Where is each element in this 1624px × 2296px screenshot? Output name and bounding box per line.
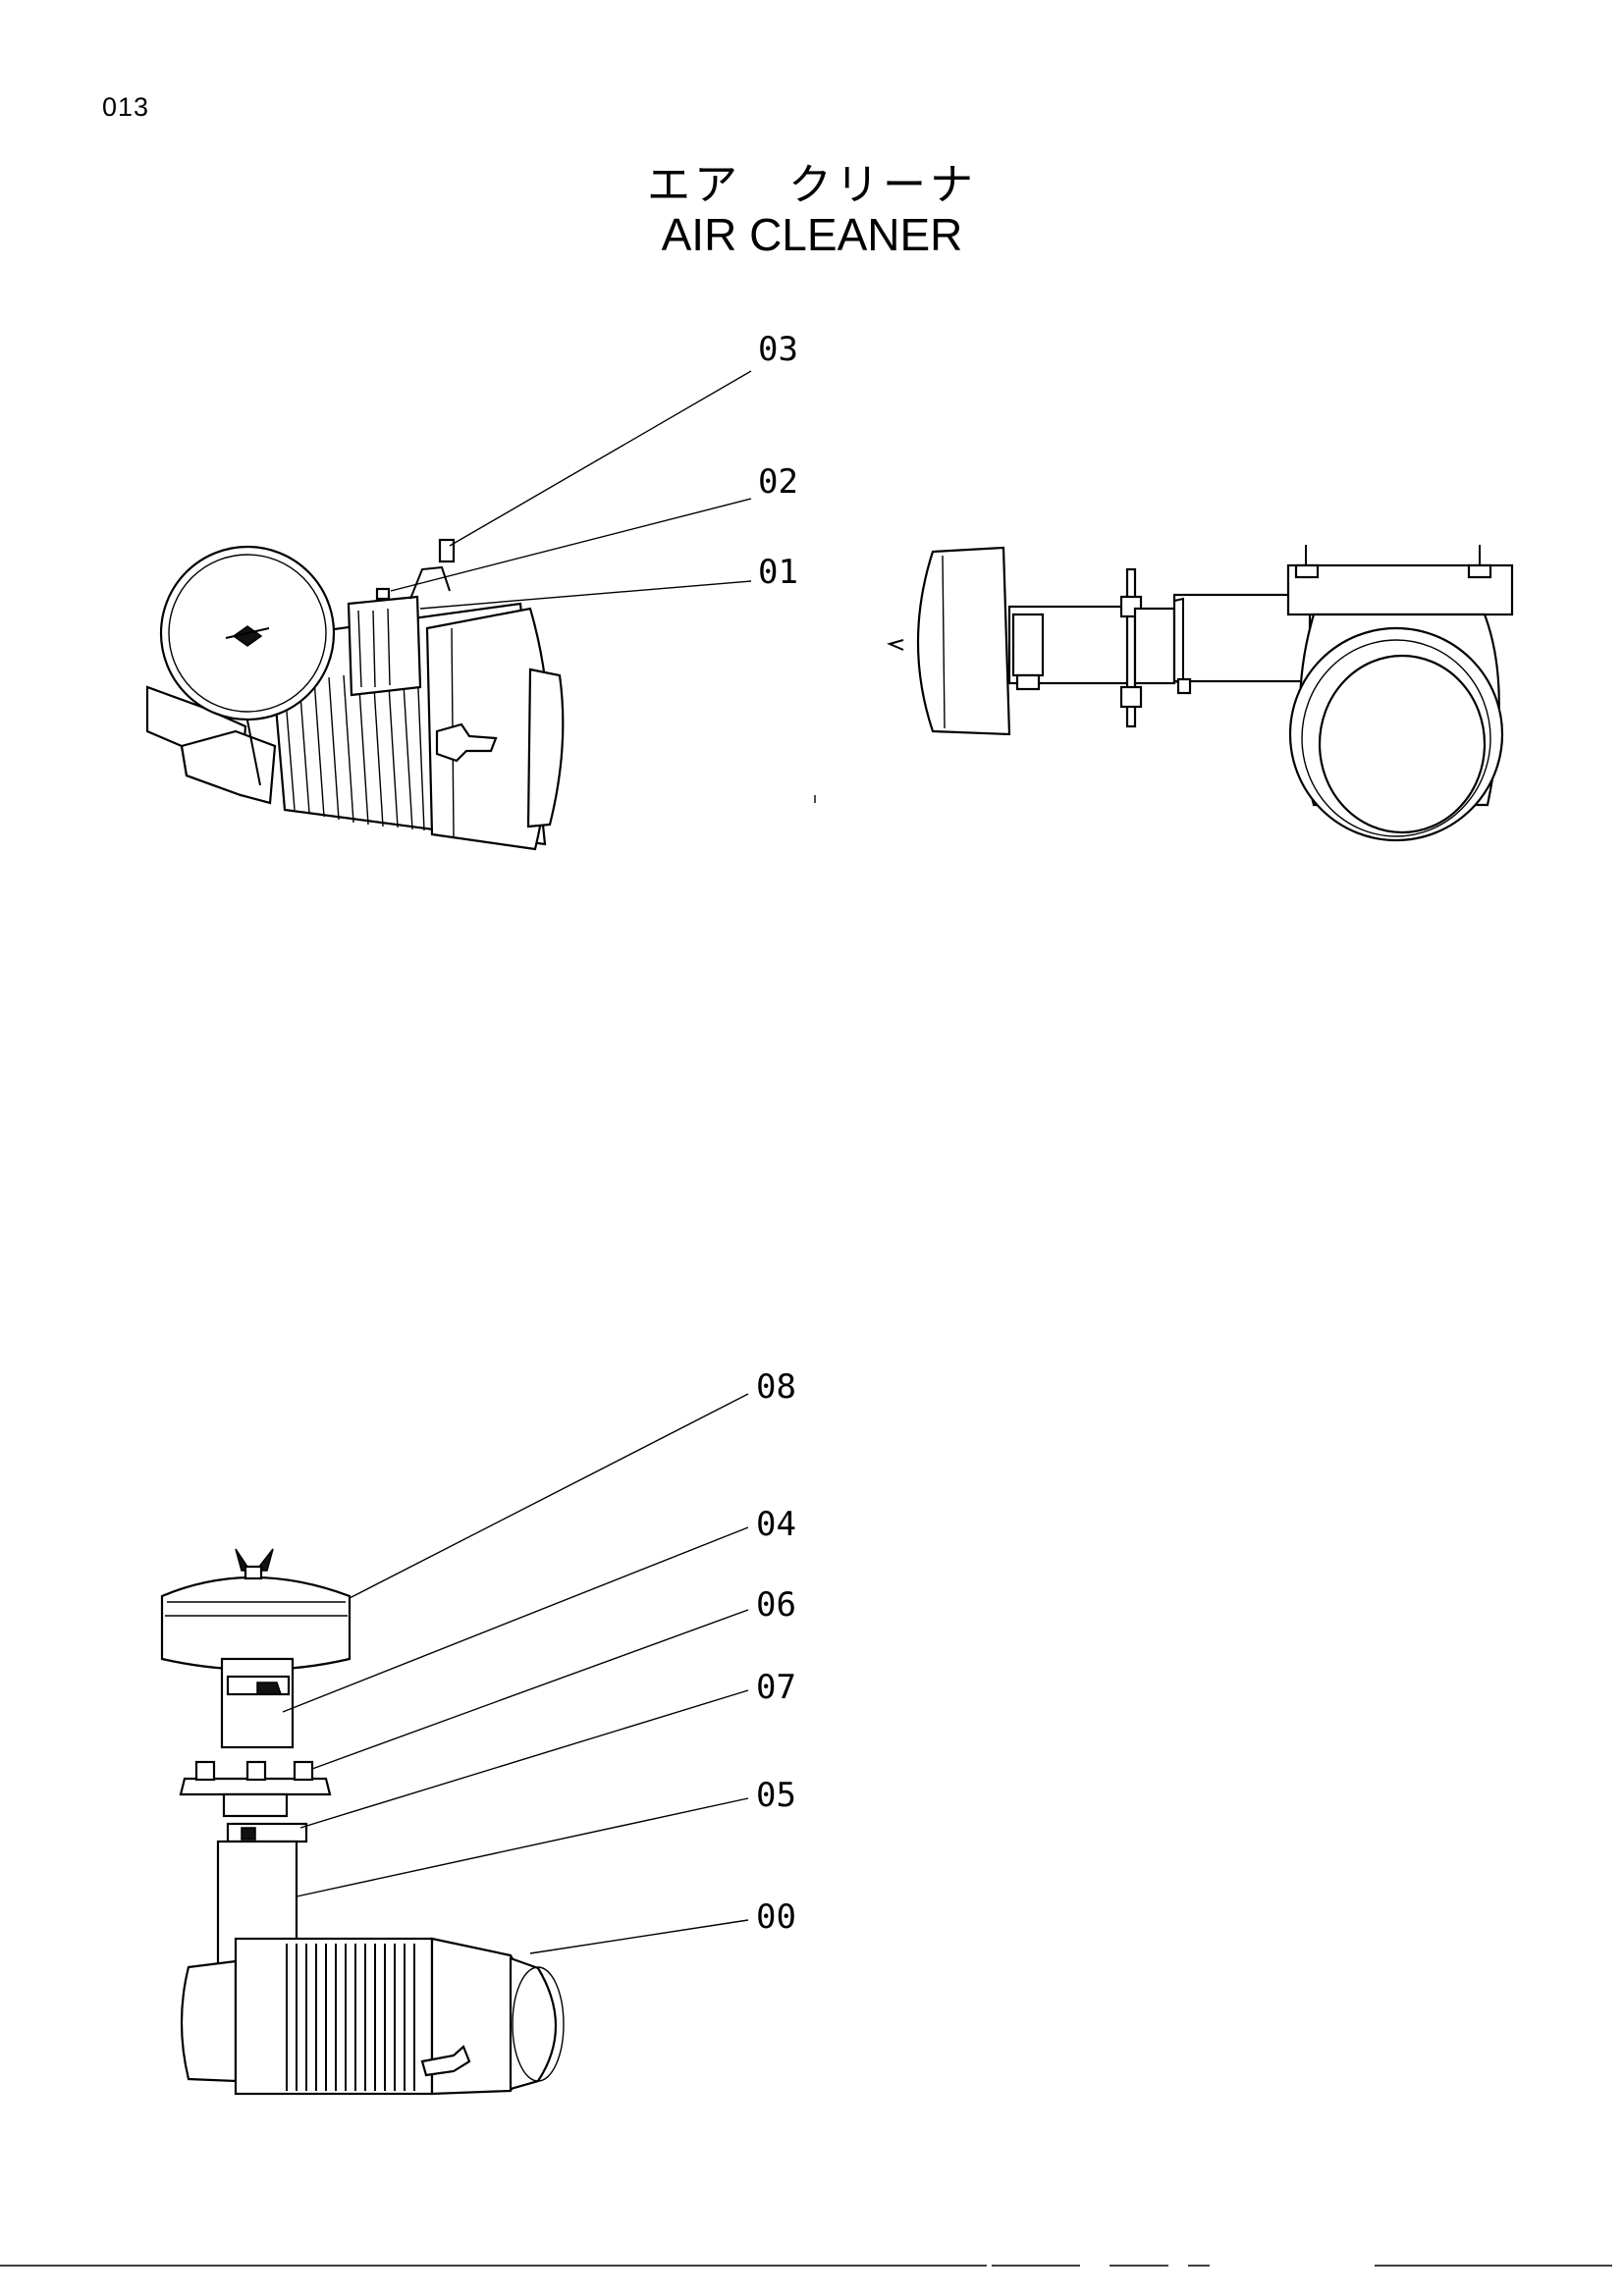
callout-03: 03 — [758, 330, 798, 369]
corrugations — [284, 665, 425, 831]
callout-00: 00 — [756, 1897, 796, 1937]
title-english: AIR CLEANER — [661, 209, 963, 260]
callout-05: 05 — [756, 1776, 796, 1815]
page-number: 013 — [102, 92, 150, 122]
callout-07: 07 — [756, 1668, 796, 1707]
callout-01: 01 — [758, 553, 798, 592]
leaders-top-left — [390, 370, 752, 610]
view-top-right — [887, 545, 1514, 842]
callout-04: 04 — [756, 1505, 796, 1544]
view-bottom-left — [160, 1548, 565, 2096]
title-japanese: エア クリーナ — [647, 160, 977, 210]
corrugations-lower — [286, 1944, 415, 2091]
callout-08: 08 — [756, 1367, 796, 1407]
callout-02: 02 — [758, 462, 798, 502]
leaders-bottom-left — [282, 1393, 749, 1954]
callout-06: 06 — [756, 1585, 796, 1625]
view-top-left — [145, 538, 565, 851]
